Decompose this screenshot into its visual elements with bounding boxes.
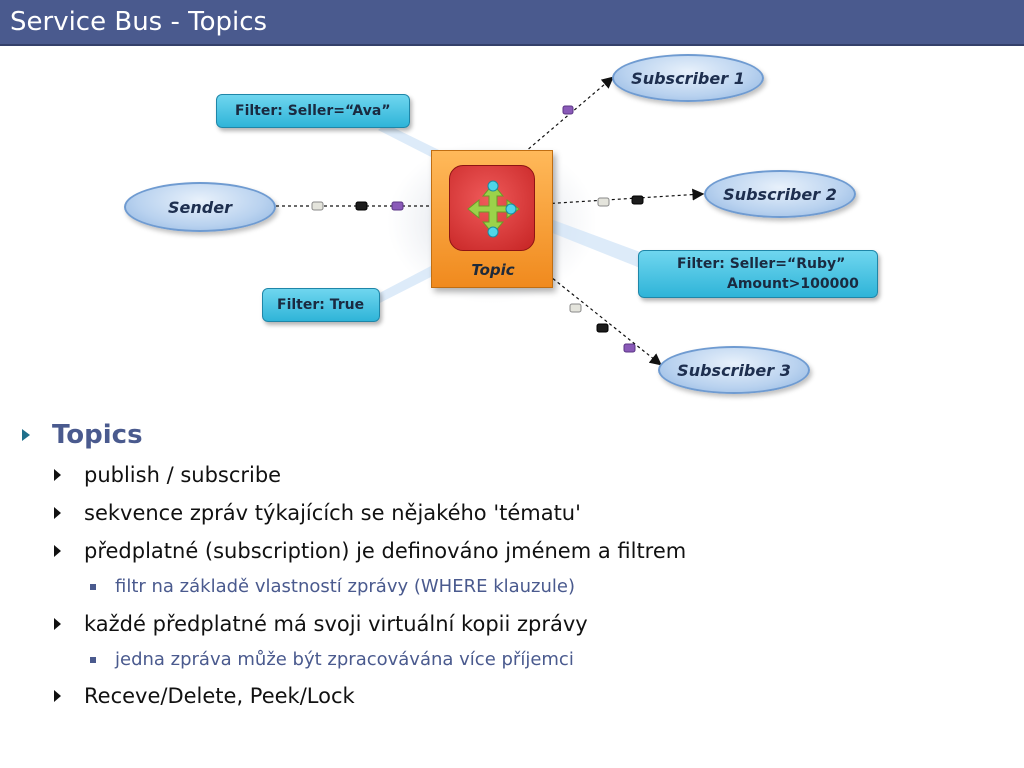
message-packet — [562, 105, 574, 115]
bullet-item-text: Receve/Delete, Peek/Lock — [84, 684, 355, 708]
routing-arrows-icon — [467, 180, 520, 238]
subscriber-3-label: Subscriber 3 — [677, 360, 791, 380]
bullet-item-text: publish / subscribe — [84, 463, 282, 487]
bullet-item: každé předplatné má svoji virtuální kopi… — [54, 609, 588, 639]
message-packet — [623, 343, 636, 353]
bullet-item: předplatné (subscription) je definováno … — [54, 536, 686, 566]
message-packet — [631, 195, 644, 205]
topic-core — [449, 165, 535, 251]
message-packet — [311, 201, 324, 211]
triangle-bullet-icon — [54, 507, 61, 519]
square-bullet-icon — [90, 584, 96, 590]
bullet-item-text: každé předplatné má svoji virtuální kopi… — [84, 612, 588, 636]
triangle-bullet-icon — [54, 690, 61, 702]
filter-ruby-line1: Filter: Seller=“Ruby” — [677, 256, 846, 272]
message-packet — [596, 323, 609, 333]
filter-true-label: Filter: True — [277, 297, 365, 313]
subscriber-2-node: Subscriber 2 — [704, 170, 856, 218]
filter-ava: Filter: Seller=“Ava” — [216, 94, 410, 128]
triangle-bullet-icon — [22, 429, 30, 441]
bullet-heading-text: Topics — [52, 420, 143, 450]
sub-bullet-item-text: jedna zpráva může být zpracovávána více … — [115, 649, 574, 670]
topic-diagram: Topic Sender Subscriber 1 Subscriber 2 S… — [0, 46, 1024, 416]
topic-label: Topic — [471, 261, 515, 279]
slide-content: Topics publish / subscribe sekvence zprá… — [0, 412, 1024, 768]
subscriber-1-node: Subscriber 1 — [612, 54, 764, 102]
title-bar: Service Bus - Topics — [0, 0, 1024, 46]
subscriber-2-label: Subscriber 2 — [723, 184, 837, 204]
message-packet — [355, 201, 368, 211]
triangle-bullet-icon — [54, 618, 61, 630]
filter-true: Filter: True — [262, 288, 380, 322]
sender-node: Sender — [124, 182, 276, 232]
subscriber-3-node: Subscriber 3 — [658, 346, 810, 394]
message-packet — [569, 303, 582, 313]
square-bullet-icon — [90, 657, 96, 663]
bullet-item: Receve/Delete, Peek/Lock — [54, 681, 355, 711]
sender-label: Sender — [168, 197, 232, 217]
sub-bullet-item: filtr na základě vlastností zprávy (WHER… — [90, 574, 575, 600]
filter-ruby-line2: Amount>100000 — [727, 276, 859, 292]
message-packet — [391, 201, 404, 211]
filter-ruby: Filter: Seller=“Ruby” Amount>100000 — [638, 250, 878, 298]
filter-ava-label: Filter: Seller=“Ava” — [235, 103, 391, 119]
sub-bullet-item-text: filtr na základě vlastností zprávy (WHER… — [115, 576, 576, 597]
slide-title: Service Bus - Topics — [10, 7, 268, 37]
message-packet — [597, 197, 610, 207]
topic-box: Topic — [431, 150, 553, 288]
bullet-heading: Topics — [22, 418, 143, 452]
triangle-bullet-icon — [54, 469, 61, 481]
bullet-item-text: předplatné (subscription) je definováno … — [84, 539, 687, 563]
triangle-bullet-icon — [54, 545, 61, 557]
sub-bullet-item: jedna zpráva může být zpracovávána více … — [90, 647, 574, 673]
bullet-item-text: sekvence zpráv týkajících se nějakého 't… — [84, 501, 581, 525]
subscriber-1-label: Subscriber 1 — [631, 68, 745, 88]
bullet-item: sekvence zpráv týkajících se nějakého 't… — [54, 498, 581, 528]
bullet-item: publish / subscribe — [54, 460, 281, 490]
